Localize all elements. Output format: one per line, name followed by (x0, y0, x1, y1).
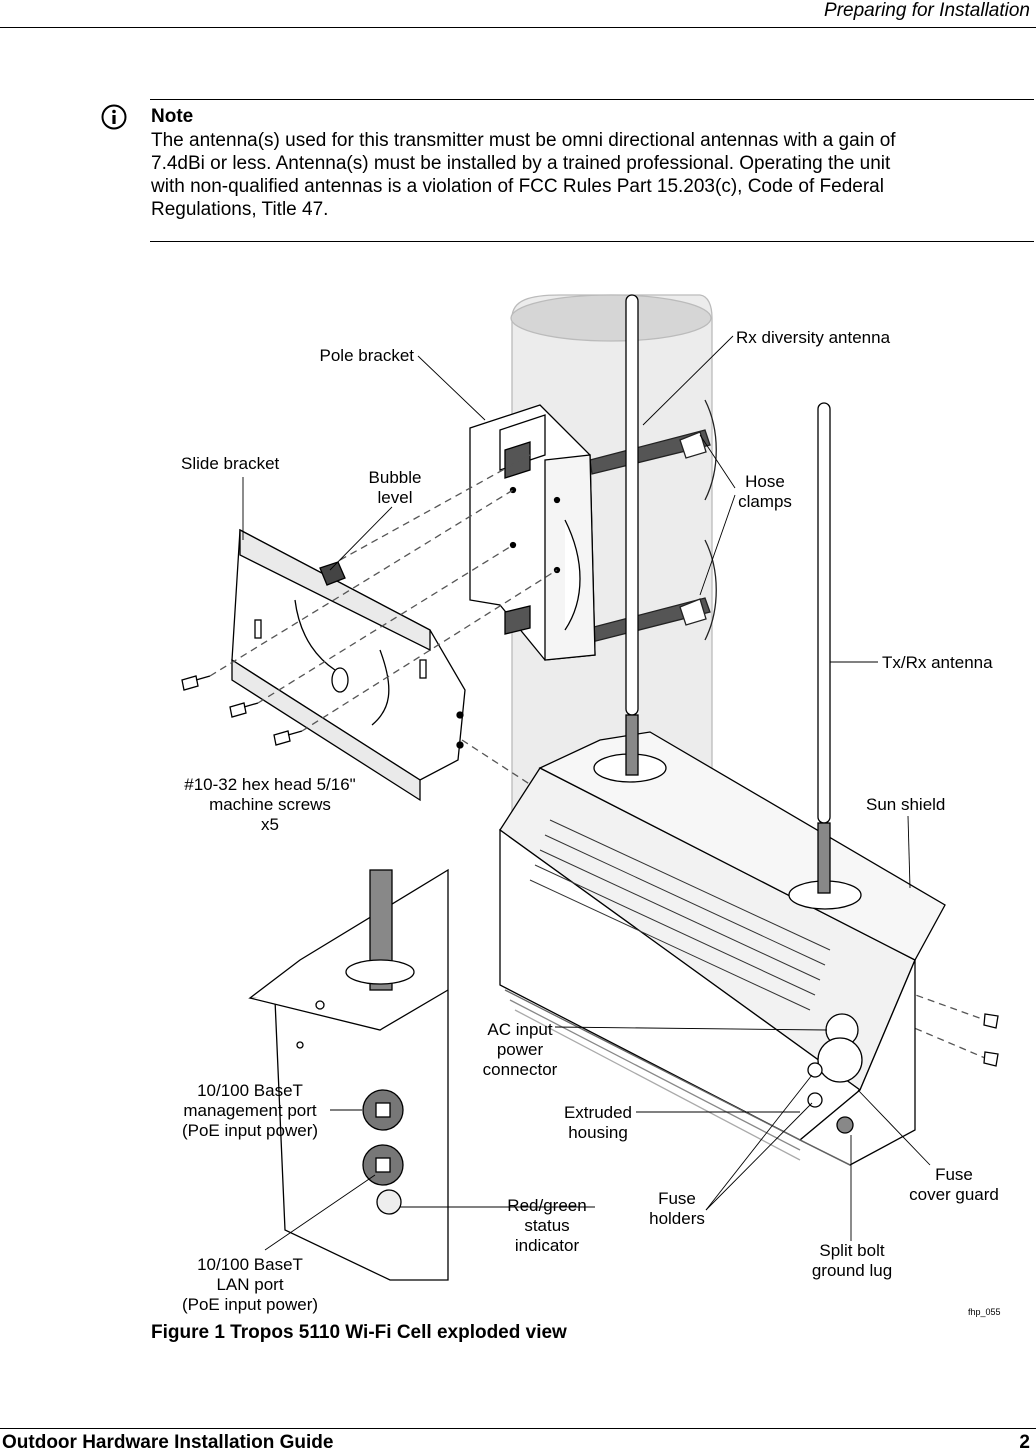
callout-line: cover guard (909, 1185, 999, 1204)
callout-line: Red/green (507, 1196, 587, 1215)
callout-line: ground lug (811, 1261, 893, 1280)
callout-fuse-cover-guard: Fuse cover guard (900, 1165, 1008, 1205)
callout-rx-diversity-antenna: Rx diversity antenna (736, 328, 891, 347)
callout-screws: #10-32 hex head 5/16" machine screws x5 (160, 775, 380, 835)
callout-line: Extruded (563, 1103, 633, 1122)
callout-lan-port: 10/100 BaseT LAN port (PoE input power) (170, 1255, 330, 1315)
wifi-cell-unit (499, 731, 946, 1166)
callout-line: 10/100 BaseT (197, 1255, 303, 1274)
callout-management-port: 10/100 BaseT management port (PoE input … (170, 1081, 330, 1141)
callout-line: status (524, 1216, 570, 1235)
note-label: Note (151, 106, 194, 127)
callout-txrx-antenna: Tx/Rx antenna (882, 653, 993, 672)
callout-fuse-holders: Fuse holders (640, 1189, 714, 1229)
callout-line: holders (649, 1209, 705, 1228)
page-header-title: Preparing for Installation (824, 0, 1030, 21)
footer-rule (0, 1428, 1036, 1429)
callout-line: Fuse (935, 1165, 973, 1184)
callout-bubble-level: Bubble level (355, 468, 435, 508)
callout-line: AC input (487, 1020, 553, 1039)
info-icon (101, 104, 127, 130)
note-line: with non-qualified antennas is a violati… (151, 176, 884, 197)
callout-pole-bracket: Pole bracket (319, 346, 415, 365)
callout-line: power (496, 1040, 544, 1059)
screws-left (181, 675, 303, 746)
callout-sun-shield: Sun shield (866, 795, 946, 814)
note-line: The antenna(s) used for this transmitter… (151, 130, 896, 151)
pole-bracket-drawing (469, 404, 596, 661)
callout-line: Fuse (658, 1189, 696, 1208)
txrx-antenna-drawing (817, 402, 831, 894)
callout-line: 10/100 BaseT (197, 1081, 303, 1100)
callout-status-indicator: Red/green status indicator (497, 1196, 597, 1256)
figure-caption: Figure 1 Tropos 5110 Wi-Fi Cell exploded… (151, 1322, 567, 1343)
callout-split-bolt-ground-lug: Split bolt ground lug (800, 1241, 904, 1281)
callout-line: level (377, 488, 413, 507)
callout-extruded-housing: Extruded housing (550, 1103, 646, 1143)
note-text: The antenna(s) used for this transmitter… (151, 129, 991, 221)
callout-line: (PoE input power) (181, 1121, 319, 1140)
callout-line: LAN port (216, 1275, 284, 1294)
slide-bracket-drawing (231, 528, 466, 802)
leader-lines (242, 335, 931, 1251)
page-number: 2 (1019, 1432, 1030, 1453)
callout-line: machine screws (209, 795, 331, 814)
callout-line: indicator (514, 1236, 580, 1255)
callout-slide-bracket: Slide bracket (181, 454, 280, 473)
callout-line: (PoE input power) (181, 1295, 319, 1314)
header-rule (0, 27, 1036, 28)
callout-line: x5 (261, 815, 279, 834)
callout-line: Hose (745, 472, 785, 491)
rx-antenna-drawing (625, 294, 639, 776)
footer-title: Outdoor Hardware Installation Guide (2, 1432, 334, 1453)
callout-line: housing (568, 1123, 628, 1142)
callout-line: clamps (738, 492, 792, 511)
figure-id: fhp_055 (968, 1307, 1001, 1317)
note-line: 7.4dBi or less. Antenna(s) must be insta… (151, 153, 891, 174)
screws-right (983, 1013, 999, 1067)
callout-ac-input: AC input power connector (470, 1020, 570, 1080)
note-line: Regulations, Title 47. (151, 199, 329, 220)
callout-line: connector (482, 1060, 558, 1079)
note-bottom-rule (150, 241, 1034, 242)
inset-detail (248, 868, 449, 1281)
callout-line: #10-32 hex head 5/16" (184, 775, 356, 794)
callout-line: Split bolt (819, 1241, 885, 1260)
callout-line: management port (183, 1101, 317, 1120)
note-top-rule (150, 99, 1034, 100)
callout-hose-clamps: Hose clamps (725, 472, 805, 512)
callout-line: Bubble (368, 468, 422, 487)
hose-clamps (589, 399, 717, 643)
